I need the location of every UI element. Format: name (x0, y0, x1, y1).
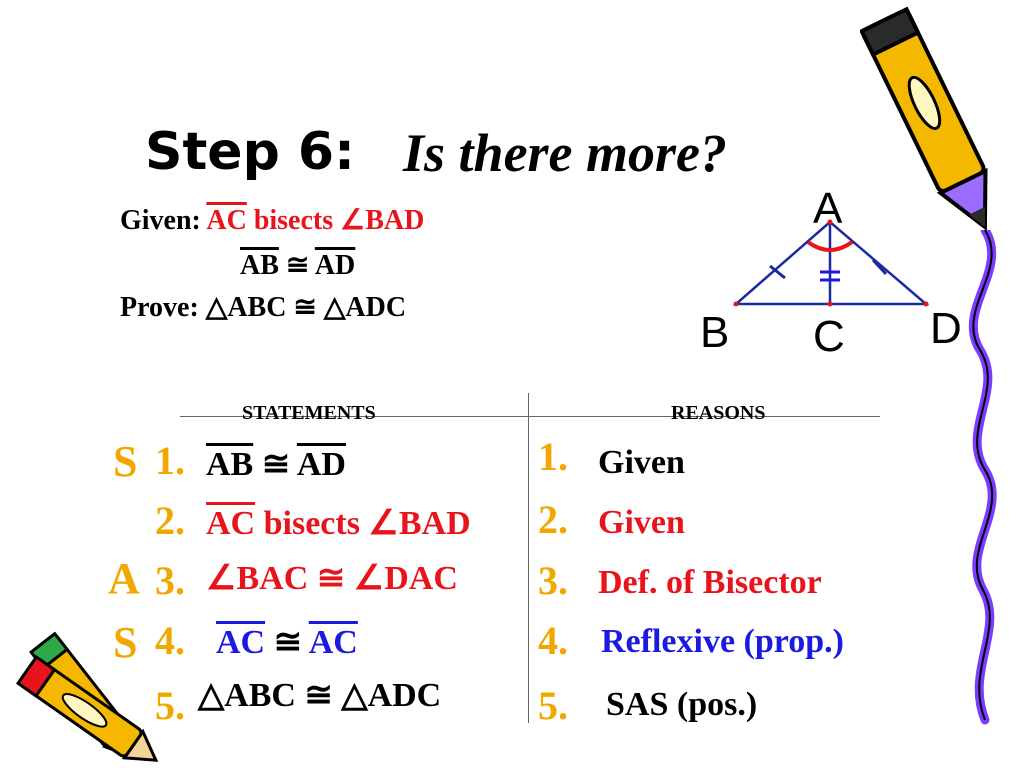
point-c (827, 301, 833, 307)
given-congruent-symbol: ≅ (278, 250, 315, 281)
statement-number-4: 4. (155, 618, 185, 663)
reason-number-1: 1. (538, 434, 568, 479)
reason-2: Given (598, 504, 685, 541)
reasons-header: REASONS (671, 402, 766, 424)
given-label: Given: (120, 205, 201, 236)
prove-line: Prove: △ABC ≅ △ADC (120, 290, 406, 324)
reason-3: Def. of Bisector (598, 564, 822, 601)
statement-number-2: 2. (155, 498, 185, 543)
reason-5: SAS (pos.) (606, 686, 758, 723)
statement-number-5: 5. (155, 683, 185, 728)
statement-number-3: 3. (155, 558, 185, 603)
reason-number-2: 2. (538, 497, 568, 542)
statement-4-seg-b: AC (308, 624, 358, 661)
angle-arc (806, 240, 854, 252)
given-line-1: Given: AC bisects ∠BAD (120, 203, 424, 237)
reason-1: Given (598, 444, 685, 481)
statement-4-seg-a: AC (216, 624, 266, 661)
title-question: Is there more? (403, 123, 727, 183)
vertex-label-c: C (813, 312, 845, 361)
table-header-rule (180, 416, 880, 417)
triangle-diagram (732, 219, 930, 307)
statement-5: △ABC ≅ △ADC (198, 677, 442, 714)
prove-statement: △ABC ≅ △ADC (205, 292, 407, 323)
point-a (827, 219, 833, 225)
reason-number-5: 5. (538, 683, 568, 728)
given-segment-ab: AB (240, 250, 279, 281)
reason-number-4: 4. (538, 618, 568, 663)
statement-1: AB ≅ AD (206, 444, 346, 484)
purple-squiggle-decoration (969, 230, 997, 725)
statement-2-rest: bisects ∠BAD (255, 505, 471, 542)
point-b (733, 301, 739, 307)
statement-1-seg-b: AD (296, 446, 346, 483)
reason-number-3: 3. (538, 558, 568, 603)
statement-number-1: 1. (155, 438, 185, 483)
given-line-2: AB ≅ AD (240, 248, 355, 282)
sas-letter-s1: S (113, 437, 138, 486)
pencils-clipart-bottom-left (15, 631, 159, 762)
statement-3: ∠BAC ≅ ∠DAC (206, 560, 458, 597)
tick-ad (871, 258, 888, 276)
pencil-clipart-top-right (860, 6, 988, 231)
sas-letter-s2: S (113, 618, 138, 667)
vertex-label-b: B (700, 308, 730, 357)
statement-4: AC ≅ AC (216, 622, 358, 662)
tick-ab (769, 264, 786, 280)
prove-label: Prove: (120, 292, 199, 323)
vertex-label-d: D (930, 304, 962, 353)
statement-1-seg-a: AB (206, 446, 254, 483)
given-bisects-text: bisects ∠BAD (246, 205, 425, 236)
statement-4-congruent: ≅ (265, 624, 309, 661)
statements-header: STATEMENTS (242, 402, 376, 424)
given-segment-ac: AC (206, 205, 247, 236)
statement-2-seg-ac: AC (206, 505, 256, 542)
reason-4: Reflexive (prop.) (601, 623, 844, 660)
vertex-label-a: A (813, 184, 843, 233)
given-segment-ad: AD (314, 250, 356, 281)
point-d (923, 301, 929, 307)
title-step: Step 6: (145, 122, 355, 182)
table-column-divider (528, 393, 529, 723)
statement-2: AC bisects ∠BAD (206, 503, 471, 543)
reason-3-clip: Def. of Bisector (598, 564, 848, 602)
sas-letter-a: A (108, 554, 140, 603)
statement-1-congruent: ≅ (253, 446, 297, 483)
